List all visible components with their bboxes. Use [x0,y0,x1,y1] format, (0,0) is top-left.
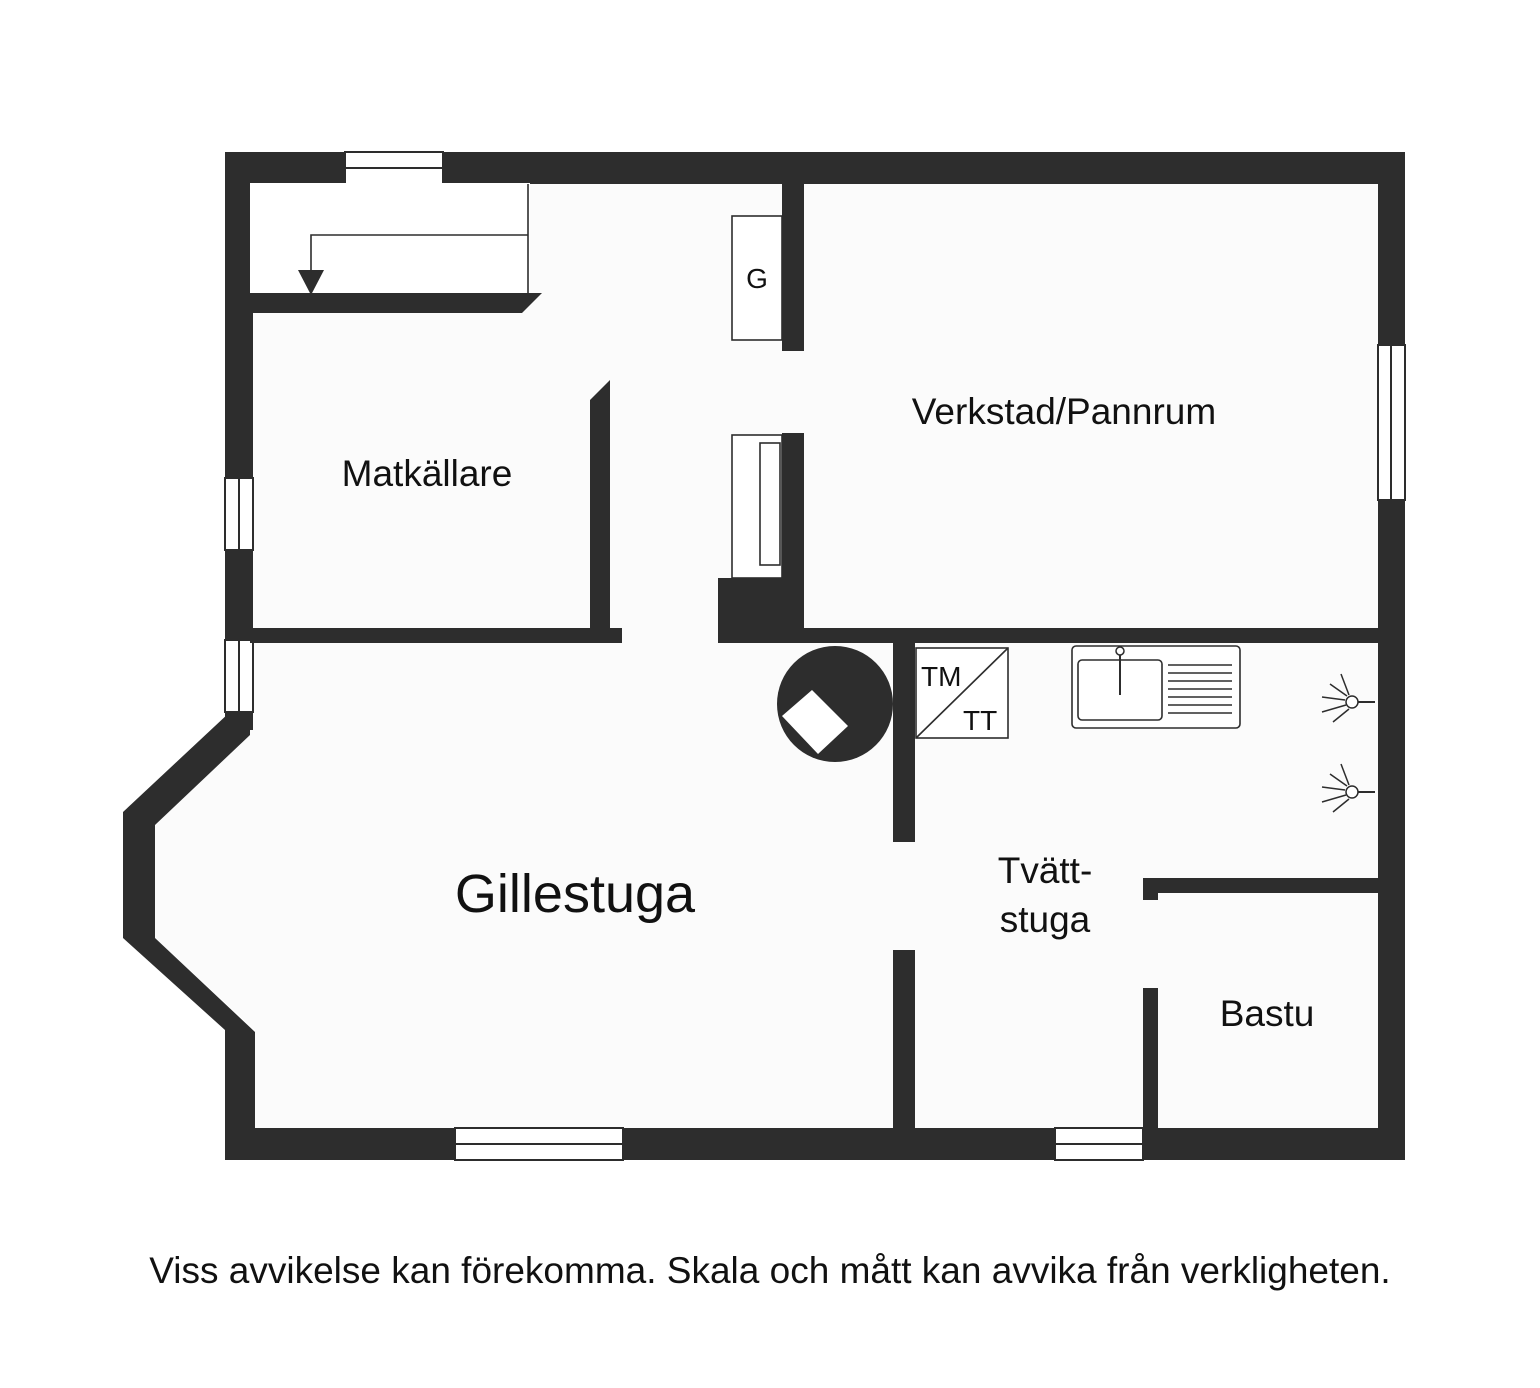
room-label-tvattstuga-line2: stuga [1000,899,1091,940]
shower-head-icon [1321,763,1375,813]
stair-arrow-icon [298,270,324,295]
washer-dryer [915,647,1009,739]
room-label-gillestuga: Gillestuga [455,864,696,924]
counter [731,434,783,579]
windows [224,151,1406,1161]
disclaimer-text: Viss avvikelse kan förekomma. Skala och … [149,1250,1391,1291]
shower-head-icon [1321,673,1375,723]
room-label-matkallare: Matkällare [342,453,513,494]
window-left-lower [224,639,254,713]
window-bottom-left [454,1127,624,1161]
room-label-bastu: Bastu [1220,993,1315,1034]
window-left-upper [224,477,254,551]
tt-label: TT [963,705,997,736]
interior-walls [250,183,1380,1140]
room-label-verkstad: Verkstad/Pannrum [912,391,1216,432]
window-bottom-right [1054,1127,1144,1161]
fireplace [777,646,893,762]
sink [1071,645,1241,729]
room-label-tvattstuga-line1: Tvätt- [998,850,1093,891]
window-right [1377,344,1406,501]
stair [250,183,530,295]
window-top [344,151,444,185]
fixtures: G TM TT [731,215,1375,813]
g-label: G [746,263,768,294]
room-labels: Matkällare Verkstad/Pannrum Gillestuga T… [342,391,1315,1034]
g-fixture [731,215,783,341]
tm-label: TM [921,661,961,692]
floor [155,183,1380,1128]
